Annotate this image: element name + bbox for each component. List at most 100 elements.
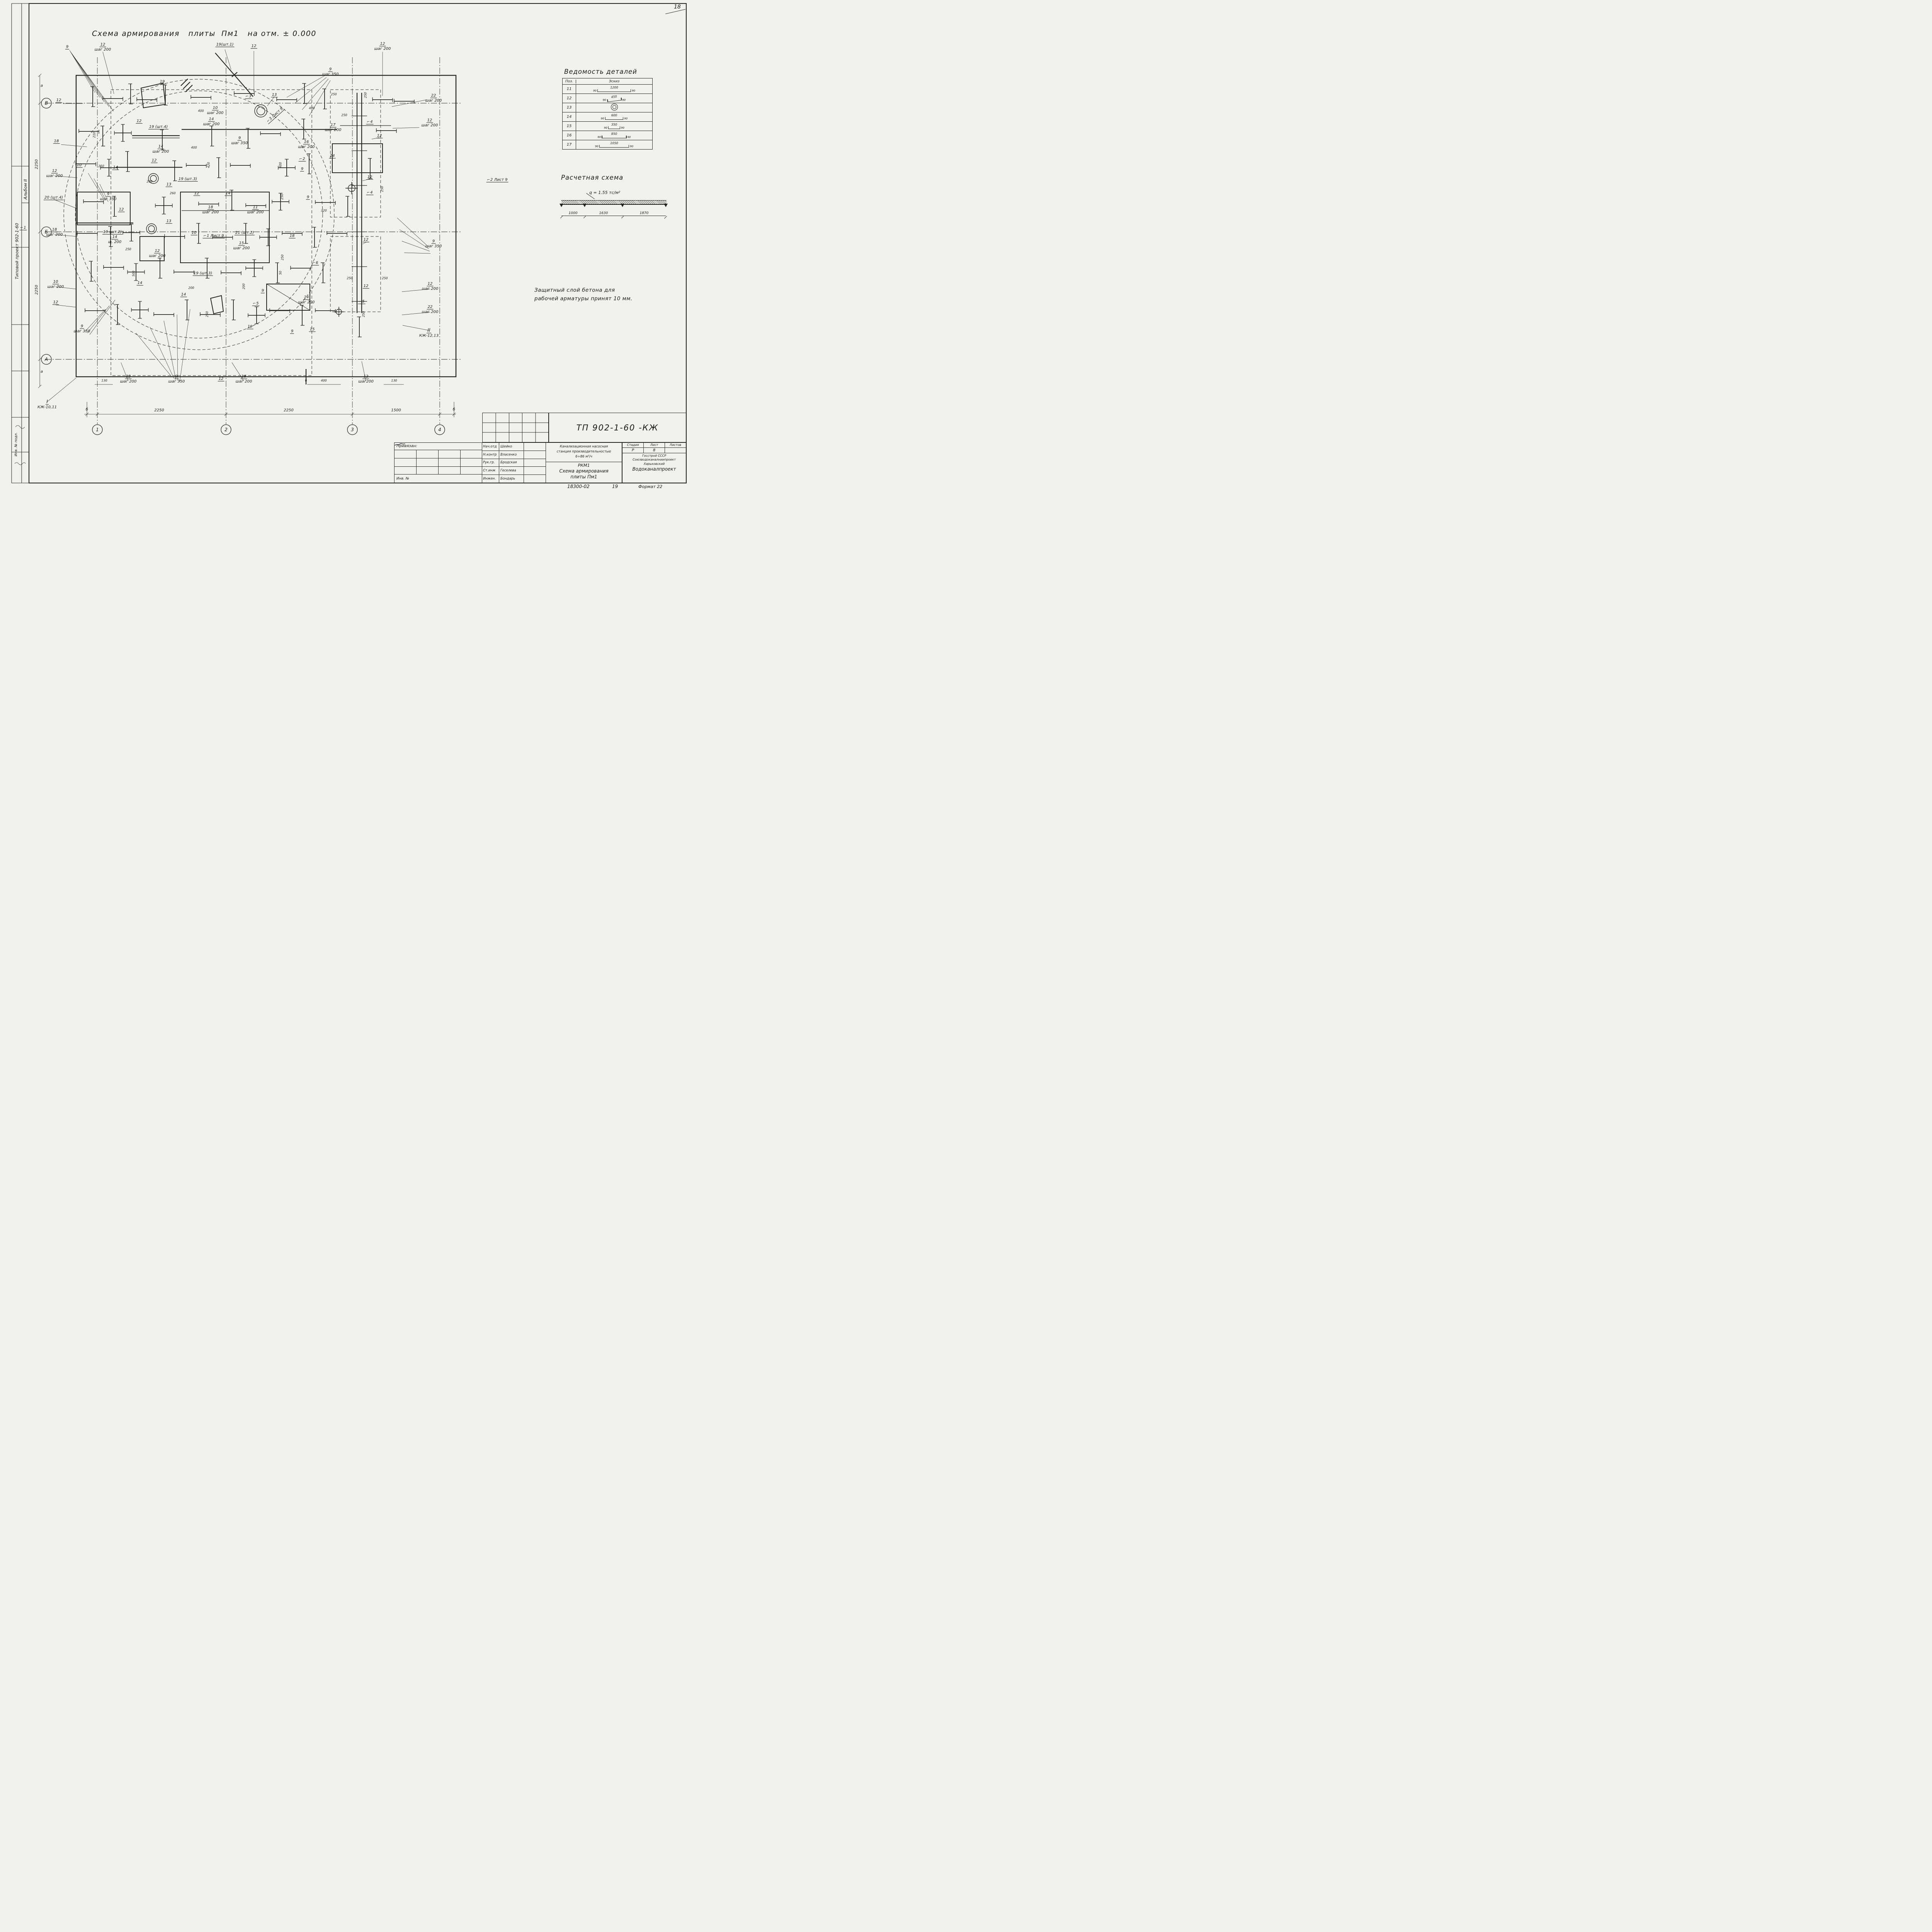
callout-9: 9 bbox=[306, 195, 310, 200]
callout-19-шт-3-: 19 (шт.3) bbox=[177, 177, 198, 182]
callout-250: 250 bbox=[280, 194, 284, 200]
axis-label-3: 3 bbox=[351, 427, 354, 432]
privyazan-grid bbox=[395, 450, 482, 474]
callout-6: 6 bbox=[311, 261, 319, 266]
callout-2250: 2250 bbox=[284, 408, 294, 413]
parts-list-header: Поз. Эскиз bbox=[563, 78, 652, 85]
callout-130: 130 bbox=[391, 379, 397, 383]
callout-13: 13 bbox=[165, 219, 172, 224]
callout-2250: 2250 bbox=[154, 408, 164, 413]
callout-14: 14 bbox=[329, 153, 336, 159]
slab-outline bbox=[75, 75, 457, 378]
centerlines bbox=[45, 57, 462, 424]
staff-role: Н.контр bbox=[482, 451, 499, 459]
drawing-title: Схема армирования плиты Пм1 на отм. ± 0.… bbox=[92, 29, 316, 38]
callout-9: 9 bbox=[260, 288, 265, 294]
callout-400: 400 bbox=[191, 146, 197, 150]
callout-9: 9 bbox=[290, 329, 294, 334]
organization: Госстрой СССР Союзводоканалниипроект Хар… bbox=[622, 453, 686, 483]
callout-13: 13 bbox=[165, 182, 172, 187]
sheet-value: 8 bbox=[653, 448, 656, 452]
callout-400: 400 bbox=[198, 109, 204, 113]
axis-label-4: 4 bbox=[438, 427, 441, 432]
callout-2250: 2250 bbox=[34, 285, 39, 295]
callout-12: 12 bbox=[136, 119, 143, 124]
callout-400: 400 bbox=[321, 379, 327, 383]
openings bbox=[77, 82, 383, 315]
callout-130: 130 bbox=[101, 379, 107, 383]
callout-400: 400 bbox=[279, 162, 282, 168]
callout-250: 250 bbox=[331, 92, 337, 96]
callout-19-шт-1-: 19(шт.1) bbox=[215, 42, 235, 48]
callout-250: 250 bbox=[205, 311, 209, 317]
org-line-1: Госстрой СССР bbox=[642, 454, 667, 457]
callout-1500: 1500 bbox=[391, 408, 401, 413]
callout-2-Лист-9: 2 Лист 9 bbox=[486, 178, 509, 183]
callout-2: 2 bbox=[298, 157, 306, 162]
callout-320: 320 bbox=[321, 209, 327, 213]
staff-name: Власенко bbox=[499, 451, 524, 459]
project-cell: Канализационная насосная станция произво… bbox=[546, 442, 622, 483]
dimension-lines bbox=[38, 73, 456, 417]
staff-row: Инжен.Бондарь bbox=[395, 443, 546, 483]
footer-sheet-num: 19 bbox=[612, 484, 618, 489]
stage-label: Стадия bbox=[622, 443, 643, 448]
axis-bubbles bbox=[41, 98, 445, 435]
callout-420: 420 bbox=[207, 162, 211, 168]
axis-label-2: 2 bbox=[224, 427, 228, 432]
staff-role: Инжен. bbox=[482, 475, 499, 483]
footer-format: Формат 22 bbox=[638, 484, 663, 489]
axis-letters: В Б А 1 2 3 4 bbox=[44, 100, 441, 432]
callout-19-шт-3-: 19 (шт.3) bbox=[192, 271, 213, 276]
callout-250: 250 bbox=[380, 186, 384, 192]
axis-label-1: 1 bbox=[96, 427, 99, 432]
distributed-load-bar bbox=[561, 200, 667, 205]
org-line-4: Водоканалпроект bbox=[632, 466, 676, 472]
revision-grid bbox=[482, 413, 549, 442]
project-line-3: 6÷86 м³/ч bbox=[575, 454, 592, 459]
callout-20-шт-4-: 20 (шт.4) bbox=[43, 195, 64, 201]
sheet-label: Лист bbox=[644, 443, 665, 448]
callout-а: а bbox=[40, 83, 43, 88]
callout-250: 250 bbox=[364, 92, 367, 98]
staff-signature bbox=[395, 443, 546, 459]
callout-12: 12 bbox=[151, 158, 158, 163]
project-name: Канализационная насосная станция произво… bbox=[546, 443, 622, 462]
staff-signature bbox=[395, 443, 546, 451]
callout-5: 5 bbox=[252, 301, 260, 306]
support-triangle bbox=[583, 204, 587, 209]
callout-а: а bbox=[40, 369, 43, 374]
callout-250: 250 bbox=[341, 113, 347, 117]
staff-role: Ст.инж bbox=[482, 467, 499, 475]
callout-9: 9 bbox=[300, 167, 304, 172]
callout-250: 250 bbox=[347, 276, 353, 280]
callout-12: 12 bbox=[362, 237, 369, 243]
callout-250: 250 bbox=[382, 276, 388, 280]
staff-signature bbox=[395, 443, 546, 474]
inventory-margin-label: Инв. № подл. bbox=[14, 432, 18, 457]
concrete-cover-note: Защитный слой бетона для рабочей арматур… bbox=[534, 286, 633, 303]
span-1630: 1630 bbox=[585, 210, 622, 216]
callout-3: 3 bbox=[245, 94, 252, 99]
callout-2250: 2250 bbox=[34, 159, 39, 169]
callout-14: 14 bbox=[224, 191, 231, 196]
